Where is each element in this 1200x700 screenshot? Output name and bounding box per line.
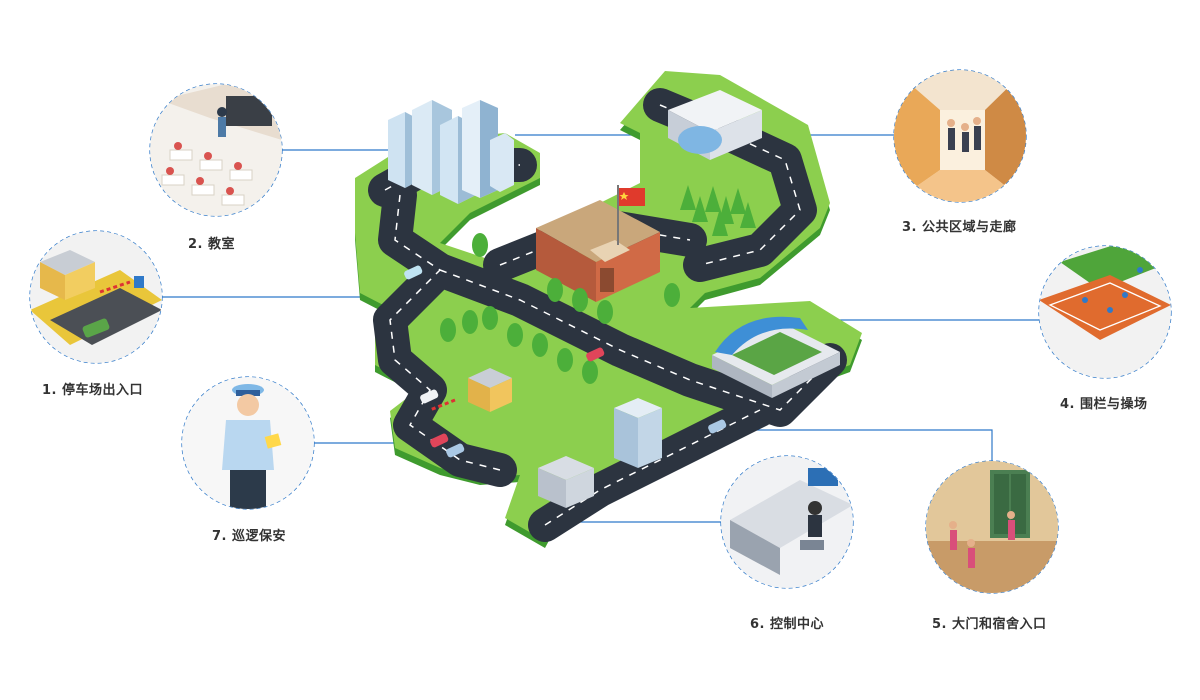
bubble-dorm[interactable]: [925, 460, 1059, 594]
label-patrol: 7. 巡逻保安: [212, 529, 287, 544]
campus-map: [355, 71, 862, 548]
label-classroom: 2. 教室: [188, 237, 236, 252]
label-control: 6. 控制中心: [750, 617, 825, 632]
control-scene: [721, 456, 853, 588]
bubble-parking[interactable]: [29, 230, 163, 364]
bubble-patrol[interactable]: [181, 376, 315, 510]
bubble-corridor[interactable]: [893, 69, 1027, 203]
main-building: [536, 200, 660, 302]
bubble-playground[interactable]: [1038, 240, 1172, 379]
stadium: [712, 316, 840, 398]
label-corridor: 3. 公共区域与走廊: [902, 220, 1017, 235]
label-dorm: 5. 大门和宿舍入口: [932, 617, 1047, 632]
cars: [404, 265, 727, 458]
guard-booth: [429, 368, 512, 412]
flag-icon: [617, 185, 645, 245]
trees: [440, 185, 756, 384]
dorm-tower: [614, 398, 662, 468]
dorm-scene: [926, 461, 1058, 593]
corridor-scene: [894, 70, 1026, 202]
hall-building: [668, 90, 762, 160]
playground-scene: [1039, 246, 1171, 378]
parking-scene: [30, 231, 162, 363]
label-parking: 1. 停车场出入口: [42, 383, 144, 398]
bubble-control[interactable]: [720, 174, 854, 589]
bubble-classroom[interactable]: [149, 82, 283, 217]
road-markings: [384, 104, 831, 526]
connector-dorm: [654, 429, 993, 461]
label-playground: 4. 围栏与操场: [1060, 397, 1148, 412]
guard-icon: [182, 377, 314, 509]
control-building: [538, 456, 594, 508]
office-towers: [388, 100, 514, 204]
